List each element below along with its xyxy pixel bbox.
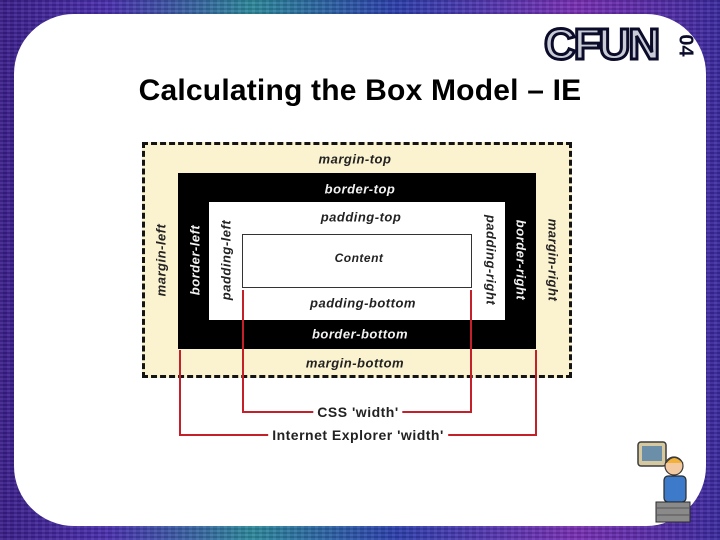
logo-text: CFUN bbox=[542, 19, 661, 71]
padding-bottom-label: padding-bottom bbox=[310, 295, 416, 311]
border-left-label: border-left bbox=[187, 224, 203, 296]
slide-title: Calculating the Box Model – IE bbox=[138, 74, 582, 107]
ie-width-left-tick bbox=[179, 350, 181, 435]
padding-top-label: padding-top bbox=[320, 209, 402, 225]
css-width-left-tick bbox=[242, 290, 244, 412]
ie-width-right-tick bbox=[535, 350, 537, 435]
margin-bottom-label: margin-bottom bbox=[305, 355, 405, 371]
padding-right-label: padding-right bbox=[483, 214, 499, 306]
border-top-label: border-top bbox=[324, 181, 396, 197]
computer-user-mascot-icon bbox=[637, 441, 691, 523]
margin-top-label: margin-top bbox=[318, 151, 392, 167]
content-label: Content bbox=[334, 251, 384, 265]
ie-width-label: Internet Explorer 'width' bbox=[268, 427, 448, 443]
css-width-label: CSS 'width' bbox=[313, 404, 403, 420]
css-width-right-tick bbox=[470, 290, 472, 412]
margin-left-label: margin-left bbox=[153, 223, 169, 297]
content-area bbox=[242, 234, 472, 288]
padding-left-label: padding-left bbox=[218, 219, 234, 301]
margin-right-label: margin-right bbox=[545, 218, 561, 302]
border-bottom-label: border-bottom bbox=[311, 326, 409, 342]
logo-number: 04 bbox=[674, 34, 697, 57]
cfun-logo: CFUN 04 bbox=[542, 16, 697, 72]
border-right-label: border-right bbox=[513, 219, 529, 301]
